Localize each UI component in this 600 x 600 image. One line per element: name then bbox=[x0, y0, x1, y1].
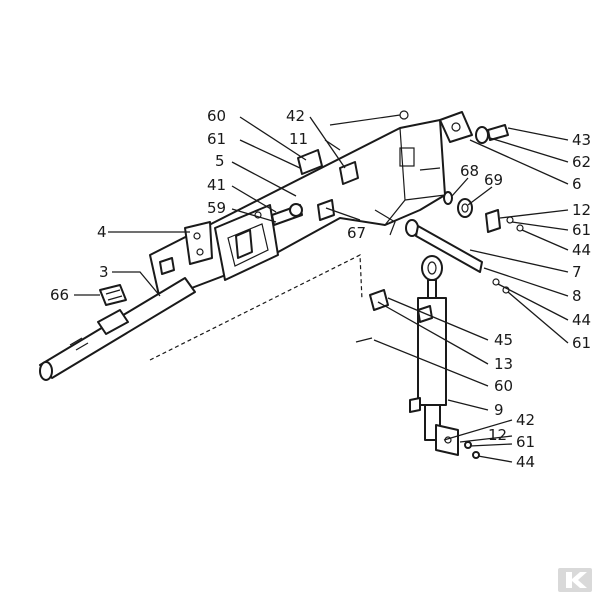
block-66 bbox=[99, 284, 127, 306]
callout-5: 5 bbox=[215, 152, 225, 170]
callout-45: 45 bbox=[494, 331, 513, 349]
callout-3: 3 bbox=[99, 263, 109, 281]
callout-60: 60 bbox=[494, 377, 513, 395]
callout-43: 43 bbox=[572, 131, 591, 149]
callout-42: 42 bbox=[516, 411, 535, 429]
callout-67: 67 bbox=[347, 224, 366, 242]
reference-line bbox=[149, 254, 363, 361]
callout-61: 61 bbox=[572, 334, 591, 352]
callout-42: 42 bbox=[286, 107, 305, 125]
callout-60: 60 bbox=[207, 107, 226, 125]
right-hardware bbox=[405, 111, 524, 294]
callout-44: 44 bbox=[572, 311, 591, 329]
callout-9: 9 bbox=[494, 401, 504, 419]
callout-68: 68 bbox=[460, 162, 479, 180]
callout-4: 4 bbox=[97, 223, 107, 241]
callout-62: 62 bbox=[572, 153, 591, 171]
callout-66: 66 bbox=[50, 286, 69, 304]
callout-8: 8 bbox=[572, 287, 582, 305]
callout-41: 41 bbox=[207, 176, 226, 194]
k-logo-icon bbox=[558, 568, 592, 592]
callout-6: 6 bbox=[572, 175, 582, 193]
bracket bbox=[159, 221, 213, 275]
mounting-plate bbox=[214, 204, 279, 281]
callout-44: 44 bbox=[572, 241, 591, 259]
callout-11: 11 bbox=[289, 130, 308, 148]
callout-59: 59 bbox=[207, 199, 226, 217]
callout-69: 69 bbox=[484, 171, 503, 189]
upper-hardware bbox=[271, 110, 409, 226]
callout-7: 7 bbox=[572, 263, 582, 281]
leader-lines bbox=[74, 116, 569, 463]
callout-12: 12 bbox=[572, 201, 591, 219]
callout-13: 13 bbox=[494, 355, 513, 373]
shaft bbox=[39, 277, 196, 381]
callout-44: 44 bbox=[516, 453, 535, 471]
callouts: 60 42 61 11 5 41 59 4 3 66 67 43 62 6 68… bbox=[50, 107, 591, 471]
callout-12: 12 bbox=[488, 426, 507, 444]
callout-61: 61 bbox=[207, 130, 226, 148]
callout-61: 61 bbox=[572, 221, 591, 239]
callout-61: 61 bbox=[516, 433, 535, 451]
